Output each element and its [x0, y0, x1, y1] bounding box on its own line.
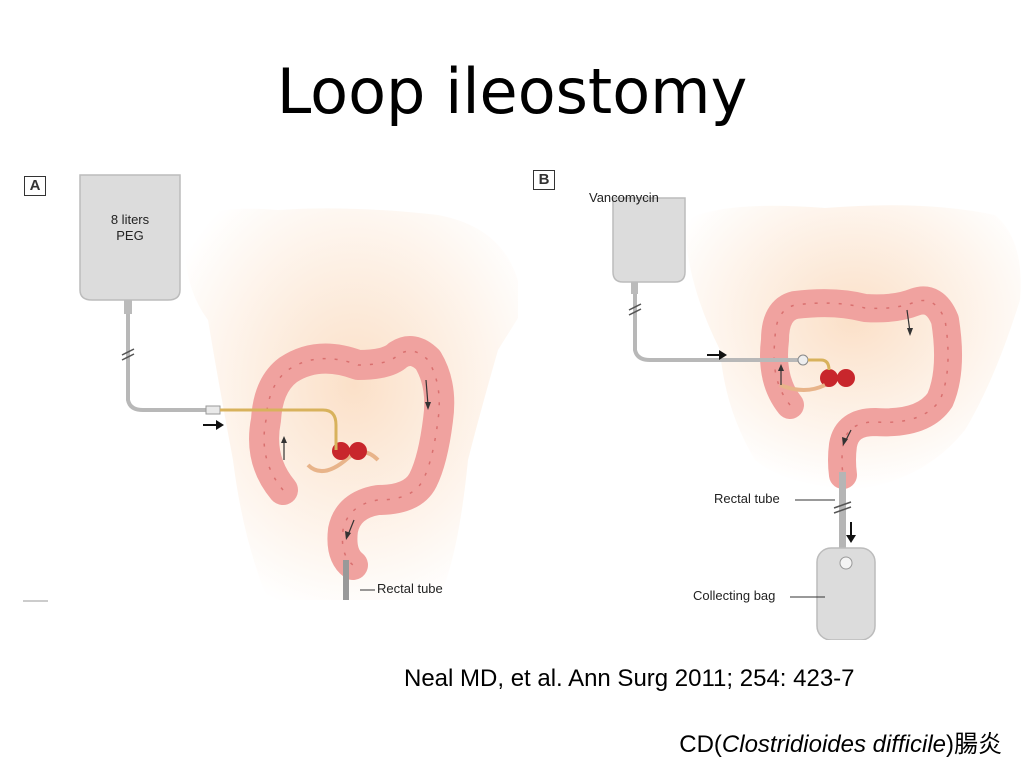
peg-bag-label: 8 liters PEG	[80, 212, 180, 244]
peg-bag	[79, 174, 181, 301]
vancomycin-label: Vancomycin	[589, 190, 659, 205]
caption: CD(Clostridioides difficile)腸炎	[679, 724, 1002, 759]
panel-b-illustration	[612, 197, 1021, 640]
caption-organism: Clostridioides difficile	[721, 731, 946, 758]
peg-bag-volume: 8 liters	[110, 212, 150, 227]
flow-arrow-a	[203, 420, 224, 430]
peg-bag-drug: PEG	[116, 228, 144, 243]
down-arrow-b	[846, 522, 856, 543]
rectal-tube-label-b: Rectal tube	[714, 491, 780, 506]
caption-prefix: CD(	[679, 731, 722, 758]
figure-panel-a: A 8 liters PEG Rectal tube	[18, 160, 518, 610]
panel-a-illustration	[23, 174, 518, 602]
collecting-bag-label: Collecting bag	[693, 588, 776, 603]
collecting-bag	[816, 547, 876, 640]
vancomycin-bag	[612, 197, 686, 283]
caption-suffix: )腸炎	[946, 731, 1002, 758]
panel-b-label: B	[533, 170, 555, 190]
rectal-tube-label-a: Rectal tube	[377, 581, 443, 596]
panel-a-label: A	[24, 176, 46, 196]
slide-title: Loop ileostomy	[276, 55, 748, 128]
flow-arrow-b	[707, 350, 727, 360]
figure-panel-b: B Vancomycin Rectal tube Collecting bag	[525, 160, 1024, 640]
rectal-tube-b	[839, 472, 846, 552]
rectal-tube-a	[343, 560, 349, 600]
stoma-b	[820, 369, 838, 387]
torso-a	[185, 208, 518, 600]
citation: Neal MD, et al. Ann Surg 2011; 254: 423-…	[404, 665, 855, 692]
